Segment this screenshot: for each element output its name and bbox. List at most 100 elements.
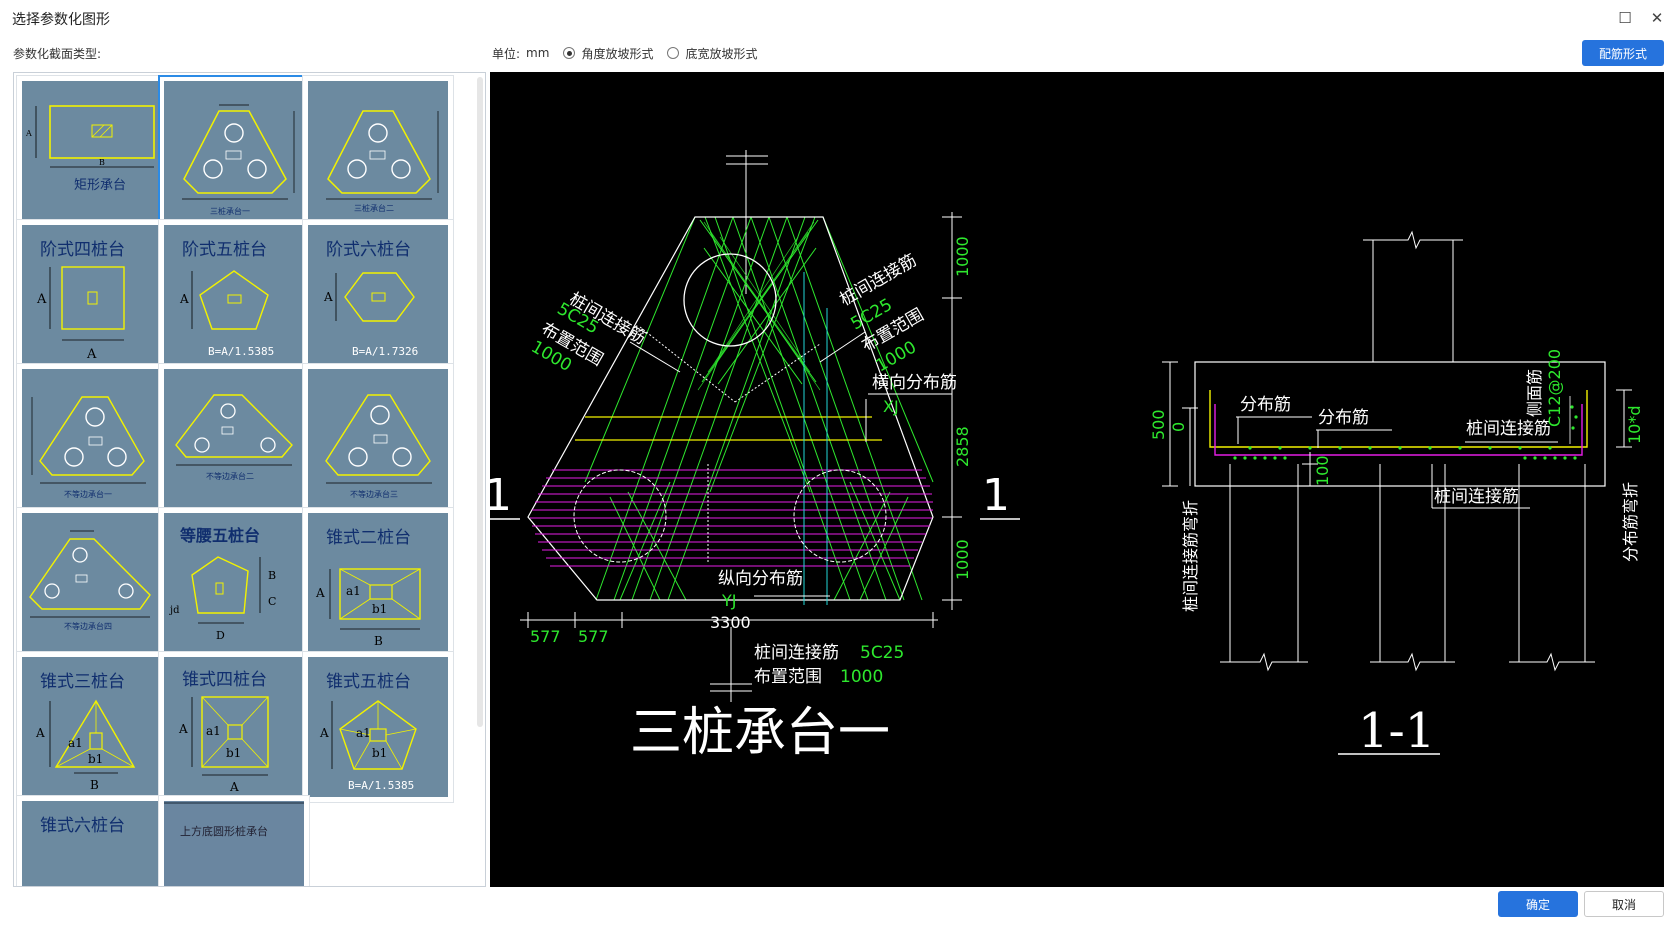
section-label-side-spec: C12@200 xyxy=(1545,349,1564,427)
shape-item[interactable]: 不等边承台三 xyxy=(302,363,454,515)
section-label-dist-1: 分布筋 xyxy=(1240,395,1291,415)
shape-list-scrollbar[interactable] xyxy=(477,77,483,727)
plan-label-range-bottom: 布置范围 xyxy=(754,667,822,687)
close-icon[interactable]: ✕ xyxy=(1650,9,1664,27)
shape-label: 三桩承台二 xyxy=(354,203,394,213)
dim-3300: 3300 xyxy=(710,613,751,632)
radio-width-slope-indicator[interactable] xyxy=(667,47,680,59)
shape-label: 不等边承台四 xyxy=(64,621,112,631)
shape-item[interactable]: 三桩承台二 xyxy=(302,75,454,227)
title-bar: 选择参数化图形 ☐ ✕ xyxy=(0,0,1676,34)
shape-thumb: 不等边承台一 xyxy=(22,369,162,509)
shape-label: 阶式六桩台 xyxy=(326,240,411,260)
plan-label-link-bar-bottom: 桩间连接筋 xyxy=(754,643,839,663)
radio-angle-slope-indicator[interactable] xyxy=(563,47,576,59)
dim-jd-label: jd xyxy=(169,605,180,616)
shape-thumb: 锥式四桩台 A a1 b1 A xyxy=(164,657,304,797)
shape-thumb: 三桩承台一 xyxy=(164,81,304,221)
dim-b-label: B xyxy=(374,634,383,648)
dim-b-label: B xyxy=(99,158,105,167)
dim-a-label: A xyxy=(229,780,239,794)
plan-label-trans-dist: 横向分布筋 xyxy=(872,373,957,393)
window-title: 选择参数化图形 xyxy=(12,12,110,28)
section-label-link-bend: 桩间连接筋弯折 xyxy=(1181,500,1200,612)
shape-item[interactable]: 锥式六桩台 xyxy=(16,795,168,886)
shape-label: 锥式三桩台 xyxy=(40,672,125,692)
shape-label: 锥式二桩台 xyxy=(326,528,411,548)
dim-1000-bottom: 1000 xyxy=(953,539,972,580)
shape-thumb: 阶式五桩台 A B=A/1.5385 xyxy=(164,225,304,365)
shape-label: 不等边承台三 xyxy=(350,489,398,499)
shape-item[interactable]: 锥式三桩台 A a1 b1 B xyxy=(16,651,168,803)
dim-a1-label: a1 xyxy=(206,724,221,738)
radio-angle-slope-label: 角度放坡形式 xyxy=(581,46,654,61)
shape-label: 三桩承台一 xyxy=(210,206,250,216)
dim-a-label: A xyxy=(35,726,45,740)
shape-item[interactable]: 上方底圆形桩承台 xyxy=(158,795,310,886)
drawing-preview: 桩间连接筋 5C25 布置范围 1000 桩间连接筋 5C25 布置范围 100… xyxy=(490,72,1664,887)
shape-item[interactable]: 阶式五桩台 A B=A/1.5385 xyxy=(158,219,310,371)
shape-thumb: 锥式五桩台 A a1 b1 B=A/1.5385 xyxy=(308,657,448,797)
section-label-10d: 10*d xyxy=(1625,405,1644,444)
shape-thumb: 三桩承台二 xyxy=(308,81,448,221)
dim-a-label: A xyxy=(315,586,325,600)
dim-b1-label: b1 xyxy=(226,746,241,760)
shape-item-selected[interactable]: 三桩承台一 xyxy=(158,75,310,227)
dim-a-label: A xyxy=(179,292,189,306)
shape-item[interactable]: 锥式二桩台 A a1 b1 B xyxy=(302,507,454,659)
rebar-form-button[interactable]: 配筋形式 xyxy=(1582,40,1664,66)
cancel-button[interactable]: 取消 xyxy=(1584,891,1664,917)
dim-b1-label: b1 xyxy=(372,746,387,760)
shape-thumb: 阶式六桩台 A B=A/1.7326 xyxy=(308,225,448,365)
shape-thumb: A B 矩形承台 xyxy=(22,81,162,221)
section-label-link-bar: 桩间连接筋 xyxy=(1466,419,1551,439)
dim-a-label: A xyxy=(323,290,333,304)
dim-a1-label: a1 xyxy=(356,726,371,740)
shape-label: 等腰五桩台 xyxy=(179,526,260,545)
shape-label: 阶式四桩台 xyxy=(40,240,125,260)
dim-a-label: A xyxy=(86,347,97,362)
section-label-dist-bend: 分布筋弯折 xyxy=(1621,482,1640,562)
radio-angle-slope[interactable]: 角度放坡形式 xyxy=(563,45,659,62)
dim-b-label: B xyxy=(90,778,99,792)
section-dim-500: 500 xyxy=(1149,409,1168,440)
dim-a1-label: a1 xyxy=(346,584,361,598)
section-label-side-bar: 侧面筋 xyxy=(1525,369,1544,417)
shape-label: 锥式六桩台 xyxy=(40,816,125,836)
shape-thumb: 阶式四桩台 A A xyxy=(22,225,162,365)
shape-thumb: 不等边承台四 xyxy=(22,513,162,653)
dim-1000-top: 1000 xyxy=(953,236,972,277)
shape-label: 不等边承台一 xyxy=(64,489,112,499)
shape-thumb: 锥式三桩台 A a1 b1 B xyxy=(22,657,162,797)
shape-item[interactable]: 锥式四桩台 A a1 b1 A xyxy=(158,651,310,803)
ok-button[interactable]: 确定 xyxy=(1498,891,1578,917)
radio-width-slope-label: 底宽放坡形式 xyxy=(685,46,758,61)
shape-item[interactable]: 不等边承台二 xyxy=(158,363,310,515)
dim-formula-label: B=A/1.5385 xyxy=(348,779,414,792)
shape-item[interactable]: 不等边承台四 xyxy=(16,507,168,659)
shape-thumb: 等腰五桩台 B C jd D xyxy=(164,513,304,653)
dim-577-left: 577 xyxy=(530,627,561,646)
shape-list-panel: A B 矩形承台 三桩承台一 xyxy=(13,72,486,887)
shape-label: 锥式四桩台 xyxy=(182,670,267,690)
section-title: 1-1 xyxy=(1358,703,1435,759)
shape-item[interactable]: 阶式四桩台 A A xyxy=(16,219,168,371)
shape-item[interactable]: 等腰五桩台 B C jd D xyxy=(158,507,310,659)
shape-item[interactable]: A B 矩形承台 xyxy=(16,75,168,227)
drawing-title: 三桩承台一 xyxy=(630,703,890,763)
section-dim-0: 0 xyxy=(1169,422,1188,432)
shape-item[interactable]: 锥式五桩台 A a1 b1 B=A/1.5385 xyxy=(302,651,454,803)
plan-label-long-dist: 纵向分布筋 xyxy=(718,569,803,589)
section-type-label: 参数化截面类型: xyxy=(13,47,102,61)
dim-b-label: B xyxy=(268,569,276,582)
shape-thumb: 不等边承台三 xyxy=(308,369,448,509)
shape-item[interactable]: 阶式六桩台 A B=A/1.7326 xyxy=(302,219,454,371)
radio-width-slope[interactable]: 底宽放坡形式 xyxy=(667,45,763,62)
shape-thumb: 锥式六桩台 xyxy=(22,801,162,886)
shape-thumb: 上方底圆形桩承台 xyxy=(164,801,304,886)
dim-b1-label: b1 xyxy=(372,602,387,616)
section-dim-100: 100 xyxy=(1313,455,1332,486)
maximize-icon[interactable]: ☐ xyxy=(1618,9,1632,27)
dim-a-label: A xyxy=(36,292,47,307)
shape-item[interactable]: 不等边承台一 xyxy=(16,363,168,515)
